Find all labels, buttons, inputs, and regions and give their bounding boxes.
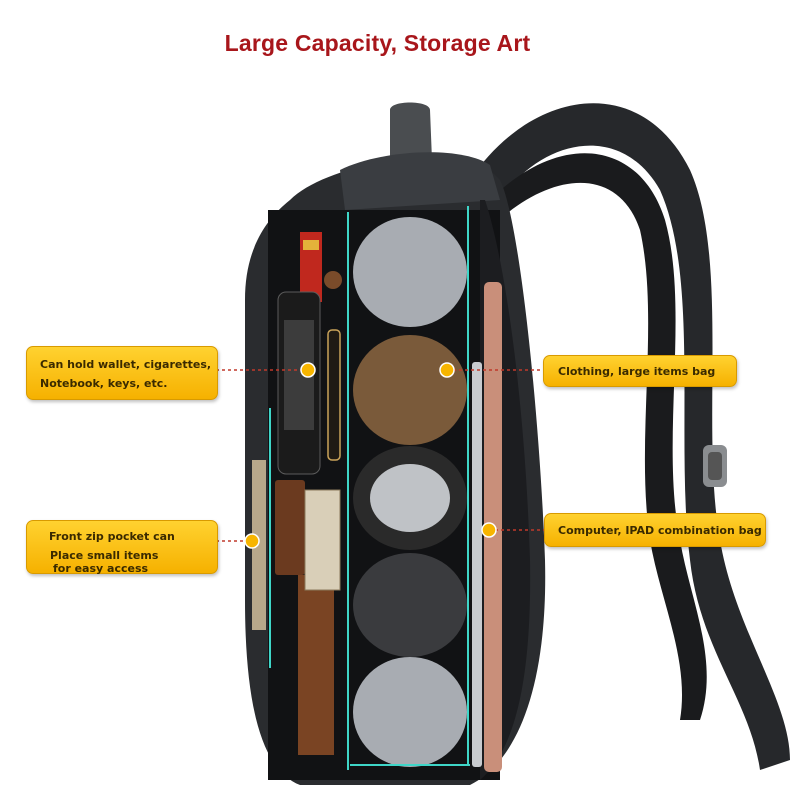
callout-text: Computer, IPAD combination bag — [558, 524, 762, 537]
callout-text: Can hold wallet, cigarettes, — [40, 358, 212, 371]
front-pocket-items — [252, 232, 342, 755]
callout-computer-bag: Computer, IPAD combination bag — [544, 513, 766, 547]
callout-clothing-bag: Clothing, large items bag — [543, 355, 737, 387]
callout-front-small-items: Can hold wallet, cigarettes, Notebook, k… — [26, 346, 218, 400]
callout-text: Place small items — [50, 549, 159, 562]
clothing-rolls — [353, 217, 467, 767]
callout-text: for easy access — [53, 562, 149, 575]
compartment-dividers — [269, 206, 470, 770]
callout-front-zip-pocket: Front zip pocket can Place small items f… — [26, 520, 218, 575]
callout-text: Front zip pocket can — [49, 530, 175, 543]
shoulder-straps — [470, 103, 790, 770]
callout-text: Notebook, keys, etc. — [40, 377, 168, 390]
callout-text: Clothing, large items bag — [558, 365, 716, 378]
marker-dots — [244, 362, 497, 549]
page-title: Large Capacity, Storage Art — [224, 30, 531, 56]
